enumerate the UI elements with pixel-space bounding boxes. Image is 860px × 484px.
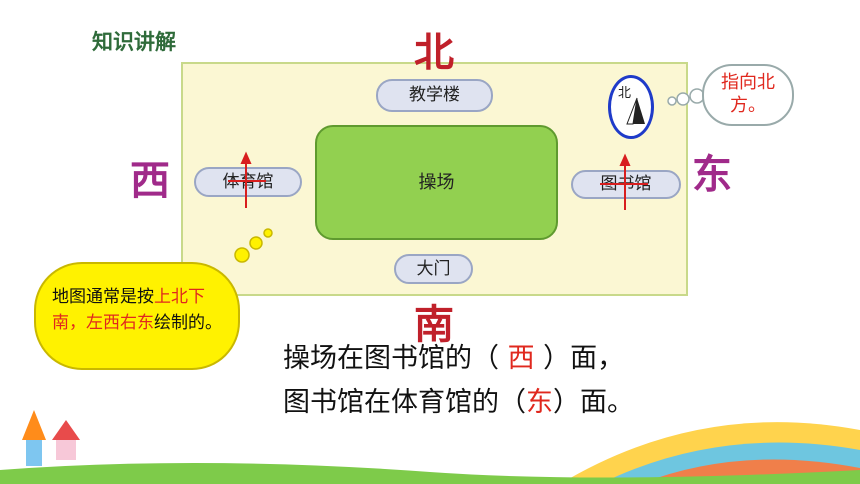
playground: 操场 xyxy=(315,125,558,240)
question-2-before: 图书馆在体育馆的（ xyxy=(283,387,526,418)
question-line-1: 操场在图书馆的（ 西 ）面， xyxy=(283,336,624,375)
gym-arrow-icon xyxy=(228,151,266,208)
section-title: 知识讲解 xyxy=(92,30,176,54)
bubble-tail-left-icon xyxy=(234,228,273,263)
teaching-building: 教学楼 xyxy=(376,79,493,112)
question-1-before: 操场在图书馆的（ xyxy=(283,343,508,374)
bubble-left-line1: 地图通常是按 xyxy=(52,287,154,307)
compass-icon xyxy=(608,75,654,139)
bubble-left-tail: 绘制的。 xyxy=(154,313,222,333)
bubble-tail-right-icon xyxy=(667,88,705,106)
school-gate: 大门 xyxy=(394,254,473,284)
compass-label: 北 xyxy=(618,86,632,101)
question-line-2: 图书馆在体育馆的（东）面。 xyxy=(283,380,634,419)
bubble-right-text: 指向北方。 xyxy=(721,72,775,116)
library-arrow-icon xyxy=(600,153,648,210)
question-2-answer: 东 xyxy=(526,387,553,418)
direction-north: 北 xyxy=(414,29,454,76)
direction-east: 东 xyxy=(692,151,732,198)
direction-south: 南 xyxy=(414,301,454,348)
bubble-left-text: 地图通常是按上北下南，左西右东绘制的。 xyxy=(52,284,227,336)
bubble-left-highlight: 上北下南，左西右东 xyxy=(52,287,205,333)
scenery-decoration xyxy=(0,410,860,484)
thought-bubble-left xyxy=(34,262,240,370)
thought-bubble-right xyxy=(702,64,794,126)
direction-west: 西 xyxy=(130,157,170,204)
question-2-after: ）面。 xyxy=(553,387,634,418)
question-1-after: ）面， xyxy=(534,343,625,374)
question-1-answer: 西 xyxy=(507,343,535,374)
